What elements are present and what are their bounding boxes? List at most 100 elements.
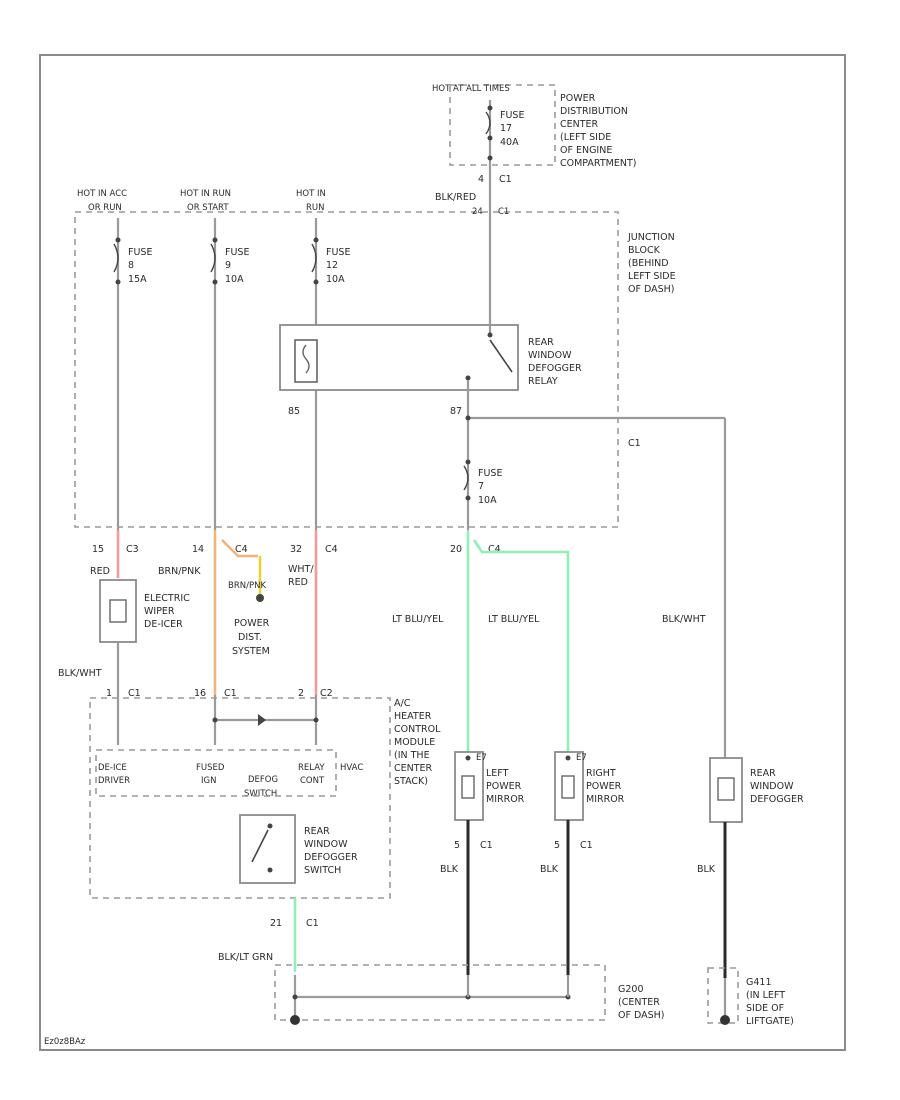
junction-block: JUNCTION BLOCK (BEHIND LEFT SIDE OF DASH… bbox=[74, 189, 725, 555]
jb-fuse-1-amp: 15A bbox=[128, 274, 147, 285]
pdc-desc-5: COMPARTMENT) bbox=[560, 158, 636, 169]
pdc-desc-2: CENTER bbox=[560, 119, 599, 130]
jb-desc-2: (BEHIND bbox=[628, 258, 669, 269]
control-desc-6: STACK) bbox=[394, 776, 428, 787]
switch-desc-0: REAR bbox=[304, 826, 330, 837]
jb-desc-4: OF DASH) bbox=[628, 284, 675, 295]
mirror-r-desc-1: POWER bbox=[586, 781, 622, 792]
diagram-frame bbox=[39, 54, 846, 1051]
pdc-fuse-num: 17 bbox=[500, 123, 512, 134]
mirror-l-top: E7 bbox=[476, 753, 487, 763]
jb-in-pin: 24 bbox=[472, 207, 483, 217]
frame-id: Ez0z8BAz bbox=[44, 1037, 86, 1047]
mirror-r-top: E7 bbox=[576, 753, 587, 763]
relay-left-pin: 85 bbox=[288, 406, 300, 417]
jb-fuse-2-name: FUSE bbox=[225, 247, 249, 258]
control-label-2-1: IGN bbox=[201, 776, 216, 786]
defogger-desc-1: WINDOW bbox=[750, 781, 794, 792]
jb-fuse-2-num: 9 bbox=[225, 260, 231, 271]
de-icer-0: ELECTRIC bbox=[144, 593, 190, 604]
defogger-desc-0: REAR bbox=[750, 768, 776, 779]
wire-w7-label: BLK/WHT bbox=[662, 614, 706, 625]
control-defog-1: SWITCH bbox=[244, 789, 277, 799]
wire-w5-label: LT BLU/YEL bbox=[392, 614, 444, 625]
ground-2-desc-1: (IN LEFT bbox=[746, 990, 785, 1001]
wire-w3-label-1: RED bbox=[288, 577, 308, 588]
defogger-desc-2: DEFOGGER bbox=[750, 794, 804, 805]
defogger-wire: BLK bbox=[697, 864, 716, 875]
ground-2-desc-3: LIFTGATE) bbox=[746, 1016, 794, 1027]
wire-w4-label: BRN/PNK bbox=[228, 581, 266, 591]
mirror-r-pin: 5 bbox=[554, 840, 560, 851]
wire-w9-label: BLK/LT GRN bbox=[218, 952, 273, 963]
jb-fuse-3-name: FUSE bbox=[326, 247, 350, 258]
mirror-l-desc-1: POWER bbox=[486, 781, 522, 792]
wire-w6-label: LT BLU/YEL bbox=[488, 614, 540, 625]
control-desc-5: CENTER bbox=[394, 763, 433, 774]
power-distribution-center: HOT AT ALL TIMES FUSE 17 40A POWER DISTR… bbox=[432, 84, 636, 212]
jb-fuse-1-name: FUSE bbox=[128, 247, 152, 258]
control-gnd-conn: C1 bbox=[306, 918, 319, 929]
jb-c1-label: C1 bbox=[628, 438, 641, 449]
power-dist-0: POWER bbox=[234, 618, 270, 629]
mirror-r-conn: C1 bbox=[580, 840, 593, 851]
jb-fuse-3-amp: 10A bbox=[326, 274, 345, 285]
ground-g411: G411 (IN LEFT SIDE OF LIFTGATE) bbox=[707, 967, 794, 1027]
control-pin-1: 1 bbox=[106, 688, 112, 699]
control-pin-2-conn: C1 bbox=[224, 688, 237, 699]
pdc-desc-1: DISTRIBUTION bbox=[560, 106, 628, 117]
wire-runs: RED BRN/PNK BRN/PNK POWER DIST. SYSTEM W… bbox=[90, 418, 727, 758]
ground-2-desc-2: SIDE OF bbox=[746, 1003, 784, 1014]
switch-desc-3: SWITCH bbox=[304, 865, 341, 876]
control-gnd-pin: 21 bbox=[270, 918, 282, 929]
mirror-r-wire: BLK bbox=[540, 864, 559, 875]
jb-hot-2: HOT IN RUN bbox=[180, 189, 231, 199]
relay-desc-0: REAR bbox=[528, 337, 554, 348]
ac-heater-control-module: 1 C1 16 C1 2 C2 DE-ICE DRIVER FUSED IGN … bbox=[89, 688, 441, 972]
relay-desc-1: WINDOW bbox=[528, 350, 572, 361]
jb-out-3-pin: 32 bbox=[290, 544, 302, 555]
switch-desc-2: DEFOGGER bbox=[304, 852, 358, 863]
jb-desc-3: LEFT SIDE bbox=[628, 271, 676, 282]
jb-hot-3b: RUN bbox=[306, 203, 325, 213]
ground-2-desc-0: G411 bbox=[746, 977, 772, 988]
control-label-2-0: FUSED bbox=[196, 763, 225, 773]
mirror-l-pin: 5 bbox=[454, 840, 460, 851]
ground-g200: G200 (CENTER OF DASH) bbox=[274, 964, 665, 1025]
jb-out-2-conn: C4 bbox=[235, 544, 248, 555]
control-desc-2: CONTROL bbox=[394, 724, 441, 735]
jb-desc-0: JUNCTION bbox=[627, 232, 675, 243]
relay-desc-3: RELAY bbox=[528, 376, 558, 387]
jb-fuse-1-num: 8 bbox=[128, 260, 134, 271]
pdc-desc-0: POWER bbox=[560, 93, 596, 104]
pdc-fuse-name: FUSE bbox=[500, 110, 524, 121]
wire-w1-label: RED bbox=[90, 566, 110, 577]
jb-fuse-3-num: 12 bbox=[326, 260, 338, 271]
switch-desc-1: WINDOW bbox=[304, 839, 348, 850]
control-desc-3: MODULE bbox=[394, 737, 435, 748]
mirror-r-desc-2: MIRROR bbox=[586, 794, 625, 805]
pdc-desc-3: (LEFT SIDE bbox=[560, 132, 611, 143]
jb-hot-3: HOT IN bbox=[296, 189, 326, 199]
electric-wiper-de-icer: ELECTRIC WIPER DE-ICER BLK/WHT bbox=[58, 579, 190, 745]
pdc-pin: 4 bbox=[478, 174, 484, 185]
control-pin-3-conn: C2 bbox=[320, 688, 333, 699]
rear-window-defogger: REAR WINDOW DEFOGGER BLK bbox=[697, 757, 804, 978]
pdc-fuse-amp: 40A bbox=[500, 137, 519, 148]
jb-out-2-pin: 14 bbox=[192, 544, 204, 555]
control-label-3-1: CONT bbox=[300, 776, 325, 786]
de-icer-1: WIPER bbox=[144, 606, 175, 617]
control-label-1-0: DE-ICE bbox=[98, 763, 127, 773]
ground-1-desc-1: (CENTER bbox=[618, 997, 660, 1008]
jb-fuse-4-name: FUSE bbox=[478, 468, 502, 479]
jb-hot-1: HOT IN ACC bbox=[77, 189, 127, 199]
ground-1-desc-0: G200 bbox=[618, 984, 644, 995]
jb-out-4-conn: C4 bbox=[488, 544, 501, 555]
jb-in-conn: C1 bbox=[498, 207, 509, 217]
control-desc-0: A/C bbox=[394, 698, 411, 709]
pdc-desc-4: OF ENGINE bbox=[560, 145, 612, 156]
mirror-l-conn: C1 bbox=[480, 840, 493, 851]
jb-fuse-4-amp: 10A bbox=[478, 495, 497, 506]
pdc-wire: BLK/RED bbox=[435, 192, 476, 203]
jb-hot-1b: OR RUN bbox=[88, 203, 122, 213]
